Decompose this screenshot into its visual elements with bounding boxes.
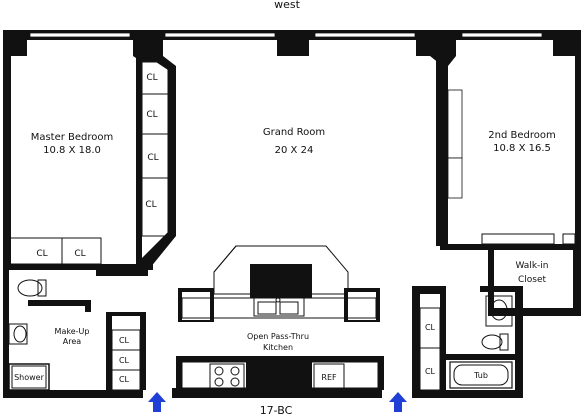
closet-label-6: CL <box>74 249 85 259</box>
entry-arrow-right <box>389 392 407 412</box>
walk-in-closet-line2: Closet <box>518 275 547 285</box>
orientation-label: west <box>274 0 300 11</box>
left-bathroom <box>8 279 141 391</box>
entry-arrow-left <box>148 392 166 412</box>
second-bedroom-name: 2nd Bedroom <box>488 130 555 141</box>
unit-label: 17-BC <box>260 404 293 417</box>
closet-label-10: CL <box>425 323 436 332</box>
closet-label-1: CL <box>146 73 157 83</box>
kitchen-line1: Open Pass-Thru <box>247 332 309 341</box>
master-bedroom-name: Master Bedroom <box>31 132 114 143</box>
kitchen-counter <box>176 356 384 390</box>
closet-label-11: CL <box>425 367 436 376</box>
master-closets <box>8 61 169 265</box>
grand-room-dims: 20 X 24 <box>275 145 314 156</box>
kitchen-island <box>178 245 380 322</box>
ref-label: REF <box>321 373 337 382</box>
closet-label-2: CL <box>146 110 157 120</box>
closet-label-5: CL <box>36 249 47 259</box>
master-bedroom-dims: 10.8 X 18.0 <box>43 145 101 156</box>
make-up-line2: Area <box>63 337 82 346</box>
closet-label-8: CL <box>119 356 130 365</box>
closet-label-3: CL <box>147 153 158 163</box>
closet-label-4: CL <box>145 200 156 210</box>
second-bedroom-dims: 10.8 X 16.5 <box>493 143 551 154</box>
interior-walls <box>3 56 581 398</box>
closet-label-7: CL <box>119 336 130 345</box>
tub-label: Tub <box>473 371 488 380</box>
closet-label-9: CL <box>119 375 130 384</box>
make-up-line1: Make-Up <box>55 327 90 336</box>
right-bathroom <box>419 295 513 391</box>
shower-label: Shower <box>14 373 45 382</box>
kitchen-line2: Kitchen <box>263 343 293 352</box>
grand-room-name: Grand Room <box>263 127 325 138</box>
walk-in-closet-line1: Walk-in <box>515 261 548 271</box>
